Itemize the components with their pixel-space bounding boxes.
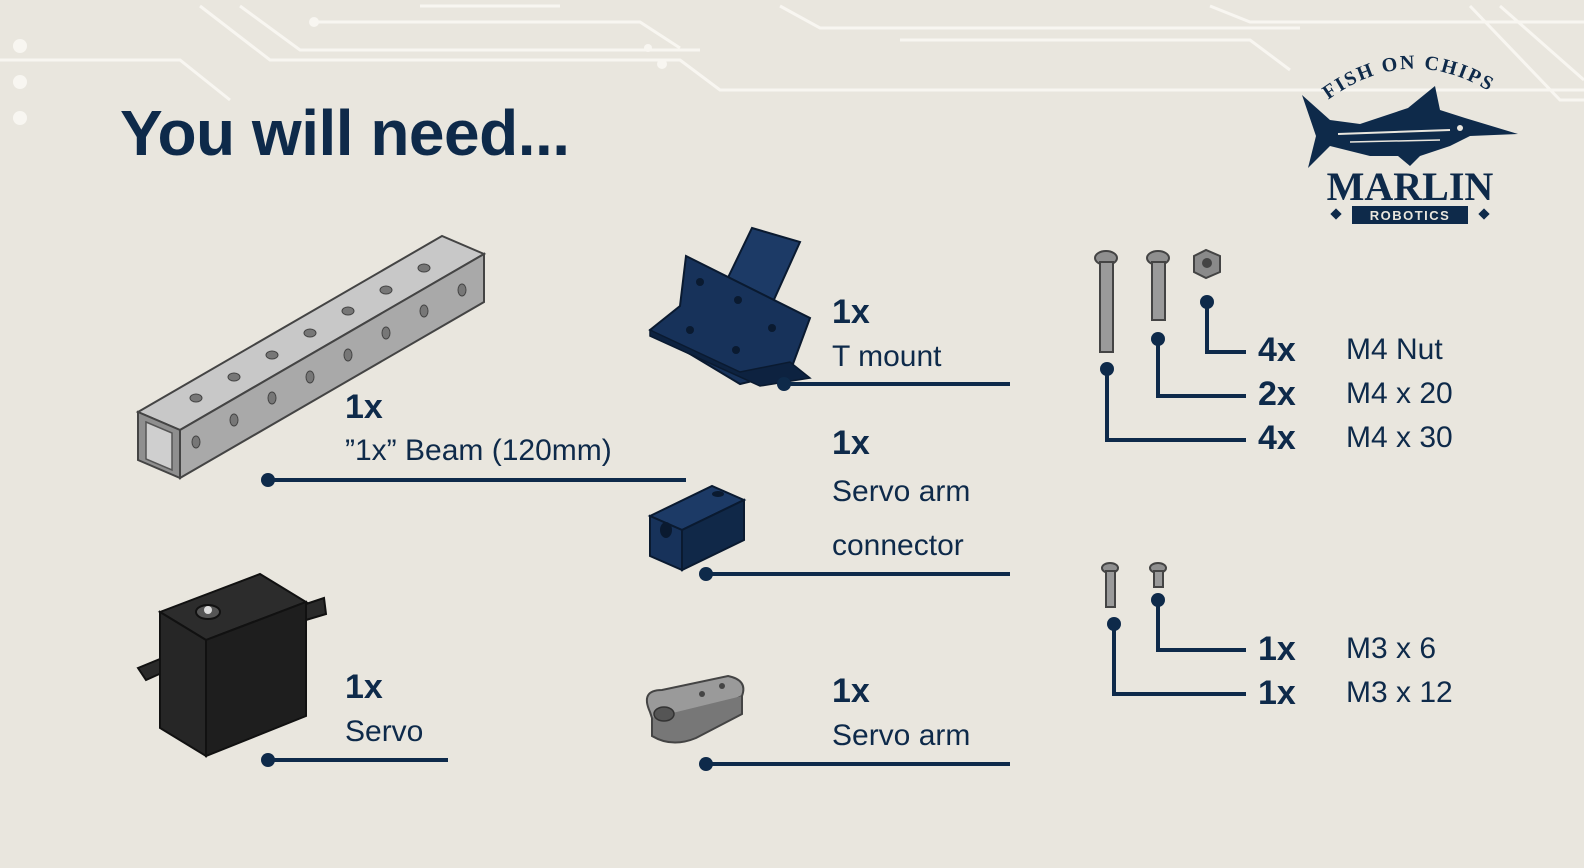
part-name: Servo arm — [832, 475, 971, 508]
servo-arm-image — [646, 674, 745, 744]
part-qty: 1x — [832, 672, 870, 710]
part-name-line2: connector — [832, 529, 964, 562]
hardware-qty: 2x — [1258, 375, 1296, 413]
t-mount-image — [648, 226, 812, 387]
part-name: Servo — [345, 715, 424, 748]
m3-screws-image — [1101, 562, 1167, 608]
servo-image — [136, 572, 328, 758]
marlin-robotics-logo: FISH ON CHIPS MARLIN ROBOTICS — [1290, 50, 1530, 230]
hardware-spec: M4 x 20 — [1346, 377, 1453, 410]
part-qty: 1x — [832, 424, 870, 462]
servo-arm-connector-image — [647, 484, 747, 572]
part-name: Servo arm — [832, 719, 971, 752]
page-title: You will need... — [120, 97, 570, 169]
hardware-qty: 1x — [1258, 674, 1296, 712]
beam-image — [135, 234, 487, 480]
logo-name: MARLIN — [1327, 164, 1494, 209]
part-name: ”1x” Beam (120mm) — [345, 434, 612, 467]
part-name: T mount — [832, 340, 942, 373]
part-qty: 1x — [345, 388, 383, 426]
hardware-qty: 4x — [1258, 331, 1296, 369]
hardware-spec: M3 x 6 — [1346, 632, 1437, 665]
leader-lines — [268, 302, 1246, 766]
part-qty: 1x — [345, 668, 383, 706]
hardware-spec: M3 x 12 — [1346, 676, 1453, 709]
hardware-spec: M4 Nut — [1346, 333, 1443, 366]
hardware-spec: M4 x 30 — [1346, 421, 1453, 454]
m4-screws-image — [1094, 248, 1221, 353]
part-qty: 1x — [832, 293, 870, 331]
logo-subtitle: ROBOTICS — [1370, 208, 1451, 223]
hardware-qty: 4x — [1258, 419, 1296, 457]
hardware-qty: 1x — [1258, 630, 1296, 668]
